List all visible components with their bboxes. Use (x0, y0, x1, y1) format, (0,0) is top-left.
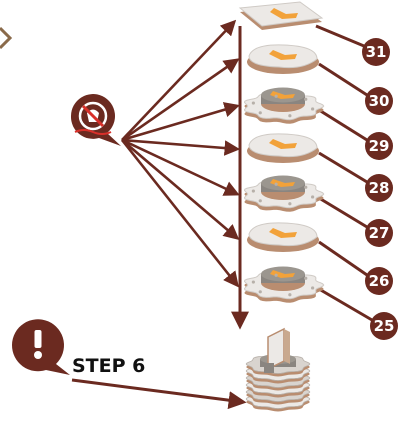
piece-30 (247, 45, 319, 74)
corner-chevron-icon (0, 28, 10, 48)
warning-icon (12, 319, 70, 375)
piece-25 (245, 267, 324, 303)
part-number: 28 (369, 179, 390, 197)
step-arrow (72, 380, 243, 402)
leader-line (319, 198, 367, 227)
part-number: 31 (366, 43, 387, 61)
step-label: STEP 6 (72, 355, 145, 377)
part-number: 25 (374, 317, 395, 335)
badges-group: 31 30 29 28 27 26 25 (362, 38, 398, 340)
leader-line (319, 64, 367, 95)
part-number-badge: 27 (365, 219, 393, 247)
piece-31 (240, 2, 322, 30)
piece-29 (245, 88, 324, 124)
final-assembly (246, 329, 310, 412)
leader-line (316, 26, 364, 46)
leader-line (319, 289, 372, 320)
part-number: 26 (369, 272, 390, 290)
part-number-badge: 31 (362, 38, 390, 66)
arrow-icon (122, 140, 237, 238)
part-number: 27 (369, 224, 390, 242)
piece-26 (247, 223, 319, 252)
part-number: 29 (369, 137, 390, 155)
part-number-badge: 25 (370, 312, 398, 340)
part-number-badge: 29 (365, 132, 393, 160)
part-number: 30 (369, 92, 390, 110)
arrow-icon (122, 60, 237, 140)
leader-line (319, 153, 367, 182)
pieces-group (240, 2, 324, 303)
part-number-badge: 28 (365, 174, 393, 202)
part-number-badge: 26 (365, 267, 393, 295)
leader-lines (316, 26, 372, 320)
piece-28 (247, 134, 319, 163)
part-number-badge: 30 (365, 87, 393, 115)
arrow-icon (122, 140, 237, 285)
leader-line (319, 110, 367, 140)
leader-line (319, 242, 367, 275)
piece-27 (245, 176, 324, 212)
fan-arrows (122, 22, 237, 285)
no-glue-icon (71, 94, 121, 146)
